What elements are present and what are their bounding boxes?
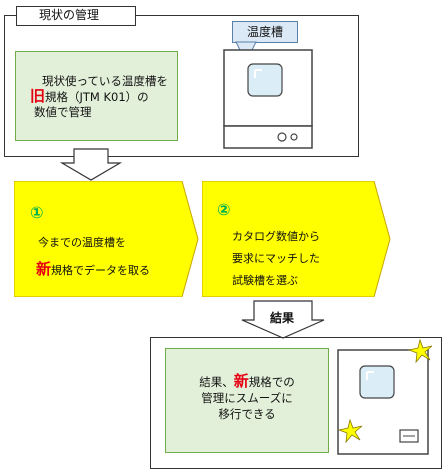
current-desc-line1: 現状使っている温度槽を — [42, 74, 168, 88]
current-desc-line3: 数値で管理 — [34, 105, 92, 119]
sparkle-bottom-left — [337, 418, 363, 444]
current-state-tab-label: 現状の管理 — [39, 8, 100, 22]
result-line1-pre: 結果、 — [199, 375, 234, 389]
step-2-line2: 要求にマッチした — [232, 252, 320, 265]
current-state-frame — [4, 15, 359, 157]
current-state-description-box: 現状使っている温度槽を 旧規格（JTM K01）の 数値で管理 — [15, 51, 178, 141]
current-desc-line2-rest: 規格（JTM K01）の — [45, 90, 149, 104]
result-frame — [150, 337, 442, 469]
oven-label: 温度槽 — [232, 21, 298, 43]
oven-window — [247, 63, 283, 97]
down-arrow-1 — [60, 148, 122, 181]
oven-label-pointer — [235, 41, 257, 51]
down-arrow-result — [241, 300, 325, 339]
result-new-mark: 新 — [233, 372, 249, 390]
result-line3: 移行できる — [218, 407, 276, 421]
result-line1-post: 規格での — [248, 375, 295, 389]
oven-knob — [277, 132, 287, 142]
result-line2: 管理にスムーズに — [201, 391, 293, 405]
old-standard-mark: 旧 — [30, 87, 46, 105]
step-1-line2: 新規格でデータを取る — [36, 258, 150, 279]
step-2-number: ② — [217, 200, 231, 219]
result-line1: 結果、新規格での — [166, 373, 328, 390]
step-1-line2-rest: 規格でデータを取る — [51, 264, 151, 277]
step-2-line3: 試験槽を選ぶ — [232, 274, 298, 287]
step-1-line1: 今までの温度槽を — [38, 236, 126, 249]
result-arrow-label: 結果 — [269, 311, 294, 325]
step-1-banner-shape — [14, 181, 199, 297]
oven-illustration-bottom — [337, 338, 433, 455]
oven-illustration-top — [223, 41, 313, 149]
step-2-line1: カタログ数値から — [232, 230, 320, 243]
oven-base — [223, 125, 313, 149]
sparkle-top-right — [407, 338, 433, 364]
current-state-tab: 現状の管理 — [16, 6, 136, 26]
oven-label-text: 温度槽 — [246, 25, 283, 39]
oven-indicator — [290, 133, 298, 141]
result-description-box: 結果、新規格での 管理にスムーズに 移行できる — [165, 348, 329, 453]
step-2-banner-shape — [202, 181, 391, 297]
new-oven-window — [359, 365, 395, 399]
current-desc-line2: 旧規格（JTM K01）の — [30, 89, 177, 105]
step-1-number: ① — [30, 203, 44, 222]
step-1-new-mark: 新 — [36, 260, 52, 278]
